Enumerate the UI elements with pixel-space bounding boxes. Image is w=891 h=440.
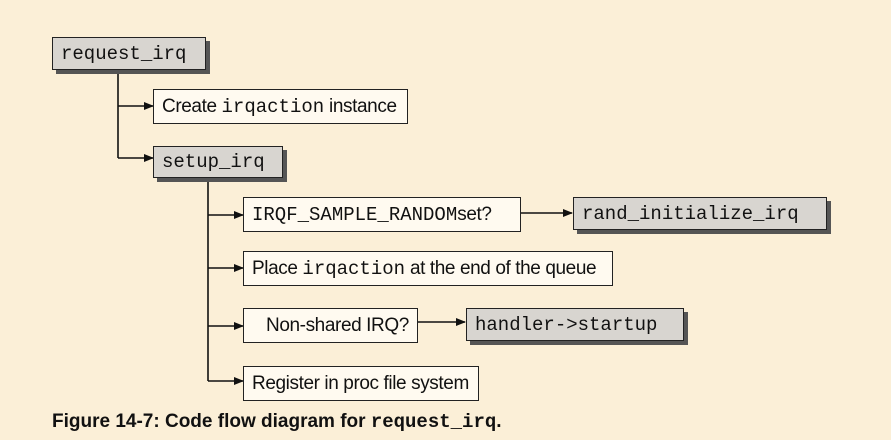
- caption-prefix: Figure 14-7: Code flow diagram for: [52, 411, 371, 432]
- place-prefix: Place: [252, 257, 298, 279]
- node-register-proc-label: Register in proc file system: [252, 372, 469, 394]
- node-place-irqaction: Place irqaction at the end of the queue: [243, 251, 613, 286]
- irqf-suffix: set?: [457, 203, 492, 225]
- node-setup-irq-label: setup_irq: [162, 151, 265, 173]
- place-suffix: at the end of the queue: [409, 257, 597, 279]
- create-code: irqaction: [221, 95, 325, 118]
- node-handler-startup: handler->startup: [466, 308, 684, 341]
- node-register-proc: Register in proc file system: [243, 366, 479, 401]
- node-non-shared-irq: Non-shared IRQ?: [243, 308, 418, 343]
- node-request-irq-label: request_irq: [61, 42, 187, 65]
- node-rand-initialize-irq-label: rand_initialize_irq: [582, 202, 799, 225]
- caption-code: request_irq: [370, 411, 497, 433]
- create-suffix: instance: [329, 95, 397, 117]
- node-irqf-sample-random: IRQF_SAMPLE_RANDOM set?: [243, 197, 521, 232]
- caption-suffix: .: [496, 411, 502, 432]
- create-prefix: Create: [162, 95, 217, 117]
- place-code: irqaction: [302, 257, 406, 280]
- node-request-irq: request_irq: [52, 37, 206, 70]
- node-non-shared-irq-label: Non-shared IRQ?: [266, 314, 409, 336]
- node-rand-initialize-irq: rand_initialize_irq: [573, 197, 827, 230]
- node-create-irqaction: Create irqaction instance: [153, 89, 408, 124]
- node-setup-irq: setup_irq: [153, 146, 283, 178]
- irqf-code: IRQF_SAMPLE_RANDOM: [252, 203, 458, 226]
- figure-caption: Figure 14-7: Code flow diagram for reque…: [52, 411, 502, 433]
- node-handler-startup-label: handler->startup: [475, 313, 658, 336]
